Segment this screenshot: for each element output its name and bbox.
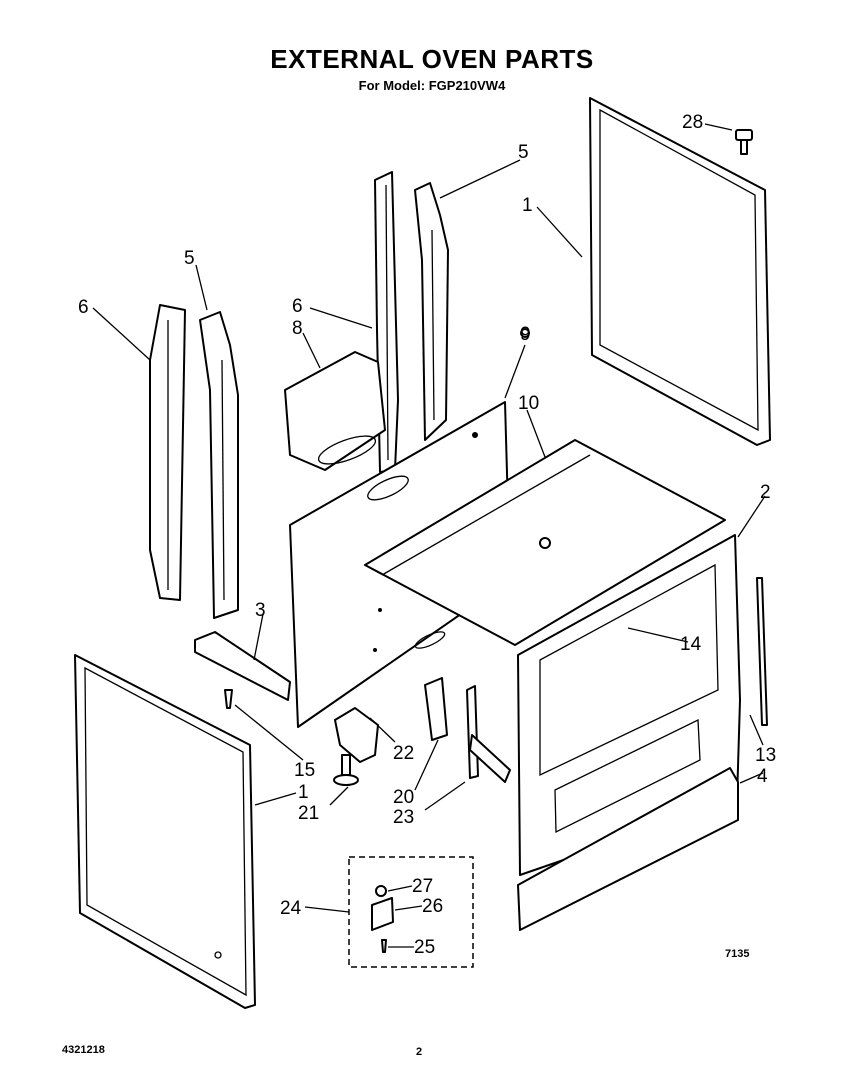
callout-5-center: 5 <box>518 142 529 163</box>
document-number: 4321218 <box>62 1044 105 1056</box>
callout-13: 13 <box>755 745 776 766</box>
door-frame-1 <box>74 654 256 1009</box>
callout-27: 27 <box>412 876 433 897</box>
side-rail-center-5 <box>414 182 449 441</box>
page-number: 2 <box>416 1046 422 1058</box>
callout-23: 23 <box>393 807 414 828</box>
callout-5-left: 5 <box>184 248 195 269</box>
diagram-title: EXTERNAL OVEN PARTS <box>270 44 594 74</box>
callout-20: 20 <box>393 787 414 808</box>
callout-1-door: 1 <box>298 782 309 803</box>
side-rail-left-5 <box>199 311 239 619</box>
bracket-20 <box>424 677 448 741</box>
oven-bottom-10 <box>364 439 726 646</box>
callout-22: 22 <box>393 743 414 764</box>
callout-9: 9 <box>520 324 531 345</box>
callout-24: 24 <box>280 898 302 919</box>
callout-1-rear: 1 <box>522 195 533 216</box>
callout-6-left: 6 <box>78 297 89 318</box>
burner-box-8 <box>284 351 386 471</box>
callout-10: 10 <box>518 393 539 414</box>
callout-15: 15 <box>294 760 315 781</box>
hinge-23 <box>466 685 511 783</box>
screw-9 <box>520 328 530 338</box>
callout-3: 3 <box>255 600 266 621</box>
hardware-kit-24 <box>348 856 474 968</box>
callout-21: 21 <box>298 803 319 824</box>
callout-28: 28 <box>682 112 703 133</box>
leg-bracket-22 <box>334 707 379 763</box>
callout-26: 26 <box>422 896 443 917</box>
callout-4: 4 <box>757 766 768 787</box>
side-panel-right-2 <box>517 534 741 876</box>
bottom-strip-3 <box>194 631 291 701</box>
kick-panel-4 <box>517 767 739 931</box>
side-rail-left-6 <box>149 304 186 601</box>
callout-2: 2 <box>760 482 771 503</box>
model-subtitle: For Model: FGP210VW4 <box>358 78 506 93</box>
callout-6-center: 6 <box>292 296 303 317</box>
leveling-leg-21 <box>333 754 359 786</box>
callout-14: 14 <box>680 634 702 655</box>
screw-28 <box>735 129 753 155</box>
strip-13 <box>756 577 768 726</box>
drawing-code: 7135 <box>725 948 749 960</box>
callout-25: 25 <box>414 937 435 958</box>
leader-lines <box>92 123 766 948</box>
screw-15 <box>224 689 233 709</box>
rear-panel-frame <box>589 97 771 446</box>
callout-8: 8 <box>292 318 303 339</box>
